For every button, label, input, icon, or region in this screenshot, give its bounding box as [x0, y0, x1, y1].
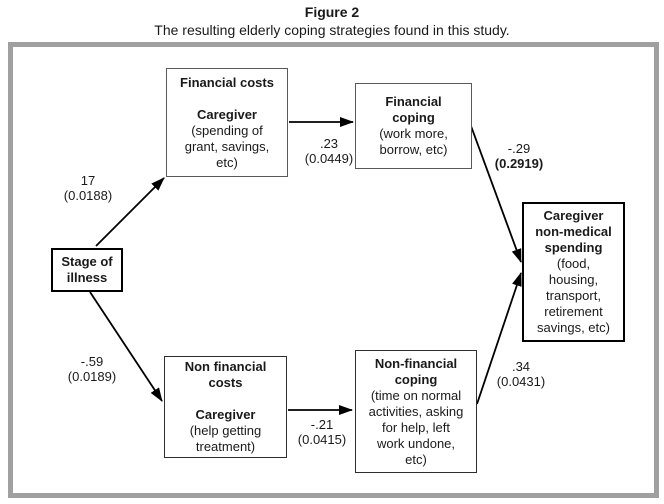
node-detail: (help getting treatment) — [189, 423, 262, 454]
node-caregiver-spending: Caregiver non-medical spending (food, ho… — [522, 202, 625, 342]
edge-se: (0.0189) — [67, 369, 117, 384]
edge-coefficient: -.29 — [507, 141, 531, 156]
node-detail: (spending of grant, savings, etc) — [184, 122, 270, 170]
edge-label-financial-coping-to-spending: -.29 (0.2919) — [471, 141, 567, 171]
edge-se: (0.0449) — [304, 151, 354, 166]
node-heading: Financial costs — [180, 74, 274, 90]
node-detail: (work more, borrow, etc) — [379, 126, 448, 157]
node-heading: Non-financial coping — [374, 355, 458, 387]
edge-label-non-financial-coping-to-spending: .34 (0.0431) — [473, 359, 569, 389]
edge-coefficient: -.21 — [310, 417, 334, 432]
node-heading: Stage of illness — [61, 254, 113, 285]
node-detail: (time on normal activities, asking for h… — [368, 387, 464, 467]
node-subheading: Caregiver — [197, 106, 257, 122]
node-stage-of-illness: Stage of illness — [51, 248, 123, 292]
edge-se: (0.2919) — [494, 156, 544, 171]
edge-label-non-financial-costs-to-non-financial-coping: -.21 (0.0415) — [274, 417, 370, 447]
edge-coefficient: 17 — [80, 173, 96, 188]
edge-coefficient: .23 — [319, 136, 339, 151]
node-heading: Non financial costs — [184, 359, 267, 390]
figure-title: Figure 2 — [304, 4, 360, 20]
node-financial-costs: Financial costs Caregiver (spending of g… — [166, 68, 288, 177]
edge-coefficient: -.59 — [80, 354, 104, 369]
edge-label-financial-costs-to-financial-coping: .23 (0.0449) — [281, 136, 377, 166]
node-subheading: Caregiver — [195, 407, 256, 422]
edge-label-stage-to-financial-costs: 17 (0.0188) — [40, 173, 136, 203]
figure-subtitle: The resulting elderly coping strategies … — [154, 22, 510, 38]
edge-se: (0.0188) — [63, 188, 113, 203]
node-heading: Caregiver non-medical spending — [535, 208, 612, 255]
edge-label-stage-to-non-financial-costs: -.59 (0.0189) — [44, 354, 140, 384]
edge-se: (0.0415) — [297, 432, 347, 447]
node-non-financial-coping: Non-financial coping (time on normal act… — [355, 350, 477, 473]
node-non-financial-costs: Non financial costs Caregiver (help gett… — [164, 356, 287, 458]
node-detail: (food, housing, transport, retirement sa… — [537, 256, 610, 335]
edge-se: (0.0431) — [496, 374, 546, 389]
node-heading: Financial coping — [385, 94, 442, 125]
node-financial-coping: Financial coping (work more, borrow, etc… — [355, 83, 472, 169]
edge-coefficient: .34 — [511, 359, 531, 374]
